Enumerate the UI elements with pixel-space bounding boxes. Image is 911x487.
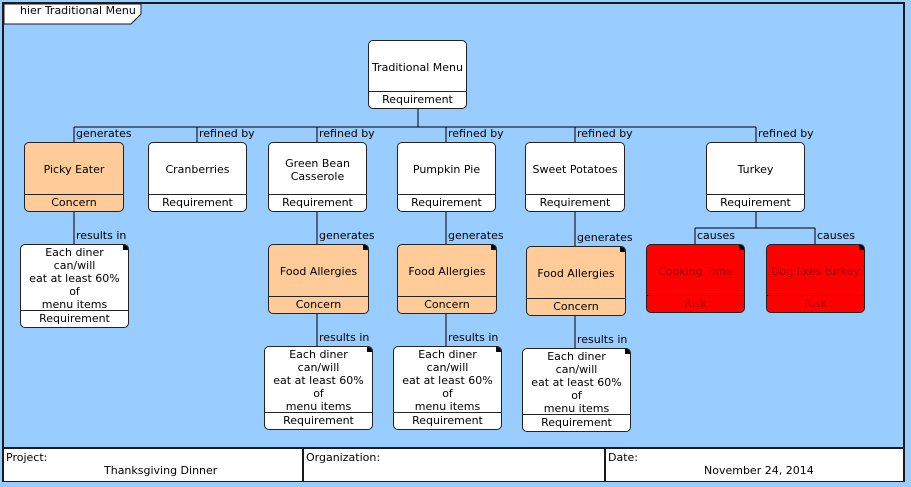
frame-title-tab	[3, 3, 142, 25]
node-name: Picky Eater	[43, 163, 105, 176]
organization-label: Organization:	[306, 451, 381, 464]
node-stereotype: Requirement	[398, 194, 495, 211]
edge-label-causes: causes	[697, 229, 735, 242]
corner-marker	[739, 245, 744, 250]
node-stereotype: Requirement	[394, 412, 501, 429]
frame-title: hier Traditional Menu	[20, 4, 136, 17]
date-label: Date:	[608, 451, 638, 464]
node-requirement-60-percent[interactable]: Each diner can/will eat at least 60% of …	[393, 346, 502, 430]
node-traditional-menu[interactable]: Traditional Menu Requirement	[368, 40, 467, 109]
node-stereotype: Risk	[767, 295, 864, 312]
edge-label-results-in: results in	[448, 331, 499, 344]
node-stereotype: Requirement	[269, 194, 366, 211]
diagram-footer: Project: Thanksgiving Dinner Organizatio…	[4, 447, 903, 481]
node-name: Turkey	[737, 163, 774, 176]
corner-marker	[123, 245, 128, 250]
node-food-allergies[interactable]: Food Allergies Concern	[397, 244, 497, 314]
node-stereotype: Requirement	[21, 310, 128, 327]
edge-label-refined-by: refined by	[758, 127, 814, 140]
node-name: Pumpkin Pie	[412, 163, 481, 176]
node-pumpkin-pie[interactable]: Pumpkin Pie Requirement	[397, 142, 496, 212]
node-dog-likes-turkey[interactable]: Dog likes turkey Risk	[766, 244, 865, 313]
node-stereotype: Concern	[25, 194, 123, 211]
node-name: Food Allergies	[279, 265, 358, 278]
edge-label-refined-by: refined by	[199, 127, 255, 140]
diagram-frame	[2, 2, 905, 482]
node-name: Each diner can/will eat at least 60% of …	[29, 246, 120, 311]
node-name: Each diner can/will eat at least 60% of …	[273, 348, 364, 413]
node-stereotype: Requirement	[265, 412, 372, 429]
project-value: Thanksgiving Dinner	[104, 464, 218, 477]
node-name: Dog likes turkey	[771, 264, 860, 278]
node-food-allergies[interactable]: Food Allergies Concern	[268, 244, 369, 314]
node-stereotype: Requirement	[707, 194, 804, 211]
project-cell: Project: Thanksgiving Dinner	[4, 449, 304, 481]
date-value: November 24, 2014	[704, 464, 814, 477]
organization-cell: Organization:	[304, 449, 606, 481]
project-label: Project:	[6, 451, 48, 464]
node-cranberries[interactable]: Cranberries Requirement	[148, 142, 247, 212]
node-picky-eater[interactable]: Picky Eater Concern	[24, 142, 124, 212]
corner-marker	[496, 347, 501, 352]
edge-label-refined-by: refined by	[448, 127, 504, 140]
node-stereotype: Requirement	[369, 91, 466, 108]
edge-label-generates: generates	[319, 229, 375, 242]
node-requirement-60-percent[interactable]: Each diner can/will eat at least 60% of …	[264, 346, 373, 430]
node-requirement-60-percent[interactable]: Each diner can/will eat at least 60% of …	[522, 348, 631, 432]
node-food-allergies[interactable]: Food Allergies Concern	[526, 246, 626, 316]
edge-label-results-in: results in	[76, 229, 127, 242]
edge-label-causes: causes	[817, 229, 855, 242]
node-name: Cooking Time	[658, 264, 733, 278]
edge-label-results-in: results in	[319, 331, 370, 344]
node-name: Traditional Menu	[372, 60, 463, 74]
node-green-bean-casserole[interactable]: Green Bean Casserole Requirement	[268, 142, 367, 212]
edge-label-generates: generates	[76, 127, 132, 140]
node-stereotype: Requirement	[149, 194, 246, 211]
node-requirement-60-percent[interactable]: Each diner can/will eat at least 60% of …	[20, 244, 129, 328]
edge-label-generates: generates	[577, 231, 633, 244]
date-cell: Date: November 24, 2014	[606, 449, 903, 481]
corner-marker	[363, 245, 368, 250]
edge-label-refined-by: refined by	[577, 127, 633, 140]
node-stereotype: Concern	[269, 296, 368, 313]
corner-marker	[625, 349, 630, 354]
node-stereotype: Concern	[398, 296, 496, 313]
corner-marker	[859, 245, 864, 250]
node-name: Cranberries	[165, 163, 230, 176]
node-name: Each diner can/will eat at least 60% of …	[531, 350, 622, 415]
node-stereotype: Requirement	[523, 414, 630, 431]
node-name: Sweet Potatoes	[532, 163, 618, 176]
corner-marker	[491, 245, 496, 250]
edge-label-refined-by: refined by	[319, 127, 375, 140]
node-name: Each diner can/will eat at least 60% of …	[402, 348, 493, 413]
node-sweet-potatoes[interactable]: Sweet Potatoes Requirement	[525, 142, 625, 212]
node-stereotype: Concern	[527, 298, 625, 315]
node-cooking-time[interactable]: Cooking Time Risk	[646, 244, 745, 313]
corner-marker	[367, 347, 372, 352]
node-stereotype: Requirement	[526, 194, 624, 211]
node-turkey[interactable]: Turkey Requirement	[706, 142, 805, 212]
edge-label-results-in: results in	[577, 333, 628, 346]
corner-marker	[620, 247, 625, 252]
node-name: Food Allergies	[537, 267, 615, 280]
node-name: Food Allergies	[408, 265, 486, 278]
edge-label-generates: generates	[448, 229, 504, 242]
node-stereotype: Risk	[647, 295, 744, 312]
node-name: Green Bean Casserole	[285, 156, 350, 183]
